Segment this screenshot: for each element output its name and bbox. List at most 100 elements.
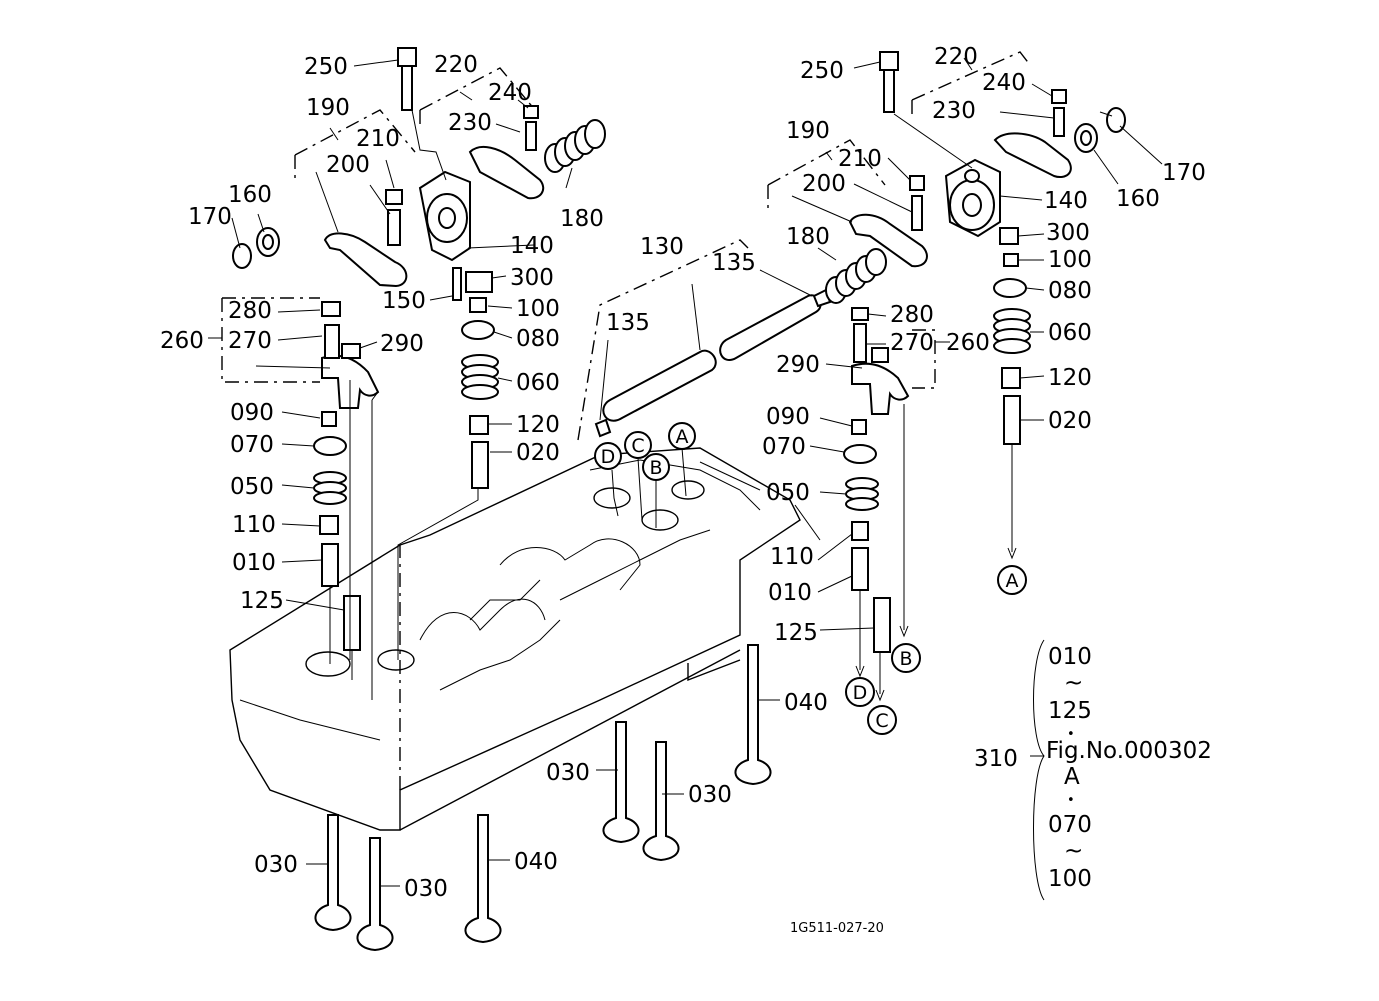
callout-040-b: 040: [514, 849, 558, 875]
svg-text:D: D: [601, 446, 616, 468]
callout-300-right: 300: [1046, 220, 1090, 246]
callout-050-right: 050: [766, 480, 810, 506]
callout-260: 260: [160, 328, 204, 354]
svg-text:B: B: [899, 648, 912, 670]
circle-marker-a-right: A: [997, 565, 1027, 595]
circle-marker-d-right: D: [845, 677, 875, 707]
callout-160-right: 160: [1116, 186, 1160, 212]
svg-text:A: A: [676, 426, 689, 448]
note-tilde-2: ~: [1064, 838, 1083, 864]
note-line-100: 100: [1048, 866, 1092, 892]
callout-020: 020: [516, 440, 560, 466]
callout-160: 160: [228, 182, 272, 208]
left-rocker-assembly: [221, 47, 606, 651]
callout-040-a: 040: [784, 690, 828, 716]
cylinder-head: [229, 447, 801, 831]
svg-text:C: C: [875, 710, 888, 732]
callout-230: 230: [448, 110, 492, 136]
callout-170-right: 170: [1162, 160, 1206, 186]
callout-010: 010: [232, 550, 276, 576]
note-line-125: 125: [1048, 698, 1092, 724]
note-line-a: A: [1064, 764, 1080, 790]
leader-lines: [208, 57, 1163, 901]
svg-text:C: C: [631, 435, 644, 457]
svg-text:B: B: [649, 457, 662, 479]
callout-180: 180: [560, 206, 604, 232]
note-line-070: 070: [1048, 812, 1092, 838]
callout-030-a: 030: [546, 760, 590, 786]
callout-190: 190: [306, 95, 350, 121]
callout-180-right: 180: [786, 224, 830, 250]
right-rocker-assembly: [767, 51, 1126, 653]
circle-marker-d-top: D: [594, 442, 622, 470]
callout-060-right: 060: [1048, 320, 1092, 346]
callout-070-right: 070: [762, 434, 806, 460]
callout-100: 100: [516, 296, 560, 322]
callout-120-right: 120: [1048, 365, 1092, 391]
callout-190-right: 190: [786, 118, 830, 144]
callout-210-right: 210: [838, 146, 882, 172]
callout-280: 280: [228, 298, 272, 324]
callout-135: 135: [712, 250, 756, 276]
rocker-shaft: [577, 239, 887, 441]
callout-070: 070: [230, 432, 274, 458]
callout-050: 050: [230, 474, 274, 500]
callout-030-d: 030: [404, 876, 448, 902]
circle-marker-c-top: C: [624, 431, 652, 459]
callout-110: 110: [232, 512, 276, 538]
callout-030-b: 030: [688, 782, 732, 808]
part-callouts: 250 220 240 230 190 210 200 180 170 160 …: [160, 44, 1206, 902]
callout-090-right: 090: [766, 404, 810, 430]
callout-030-c: 030: [254, 852, 298, 878]
callout-200: 200: [326, 152, 370, 178]
callout-150: 150: [382, 288, 426, 314]
set-note: 010 ~ 125 • Fig.No.000302 A • 070 ~ 100: [1046, 644, 1212, 892]
callout-125: 125: [240, 588, 284, 614]
valves: [314, 644, 772, 952]
callout-270: 270: [228, 328, 272, 354]
callout-200-right: 200: [802, 171, 846, 197]
callout-090: 090: [230, 400, 274, 426]
note-line-010: 010: [1048, 644, 1092, 670]
callout-140-right: 140: [1044, 188, 1088, 214]
callout-020-right: 020: [1048, 408, 1092, 434]
circle-markers: A C B D A B D C: [594, 422, 1027, 735]
svg-text:A: A: [1006, 570, 1019, 592]
callout-240-right: 240: [982, 70, 1026, 96]
callout-250: 250: [304, 54, 348, 80]
callout-125-right: 125: [774, 620, 818, 646]
callout-270-right: 270: [890, 330, 934, 356]
callout-220-right: 220: [934, 44, 978, 70]
callout-290: 290: [380, 331, 424, 357]
callout-140: 140: [510, 233, 554, 259]
callout-170: 170: [188, 204, 232, 230]
callout-250-right: 250: [800, 58, 844, 84]
svg-text:D: D: [853, 682, 868, 704]
callout-230-right: 230: [932, 98, 976, 124]
callout-310: 310: [974, 746, 1018, 772]
callout-300: 300: [510, 265, 554, 291]
note-tilde-1: ~: [1064, 670, 1083, 696]
callout-280-right: 280: [890, 302, 934, 328]
callout-210: 210: [356, 126, 400, 152]
callout-130: 130: [640, 234, 684, 260]
callout-220: 220: [434, 52, 478, 78]
figure-code: 1G511-027-20: [790, 921, 884, 936]
callout-100-right: 100: [1048, 247, 1092, 273]
note-fig-number: Fig.No.000302: [1046, 738, 1212, 764]
circle-marker-b-top: B: [642, 453, 670, 481]
callout-240: 240: [488, 80, 532, 106]
callout-290-right: 290: [776, 352, 820, 378]
callout-060: 060: [516, 370, 560, 396]
circle-marker-c-right: C: [867, 705, 897, 735]
callout-110-right: 110: [770, 544, 814, 570]
callout-120: 120: [516, 412, 560, 438]
circle-marker-b-right: B: [891, 643, 921, 673]
callout-135b: 135: [606, 310, 650, 336]
circle-marker-a-top: A: [668, 422, 696, 450]
callout-260-right: 260: [946, 330, 990, 356]
callout-080-right: 080: [1048, 278, 1092, 304]
note-dot-2: •: [1067, 793, 1075, 808]
note-dot-1: •: [1067, 727, 1075, 742]
